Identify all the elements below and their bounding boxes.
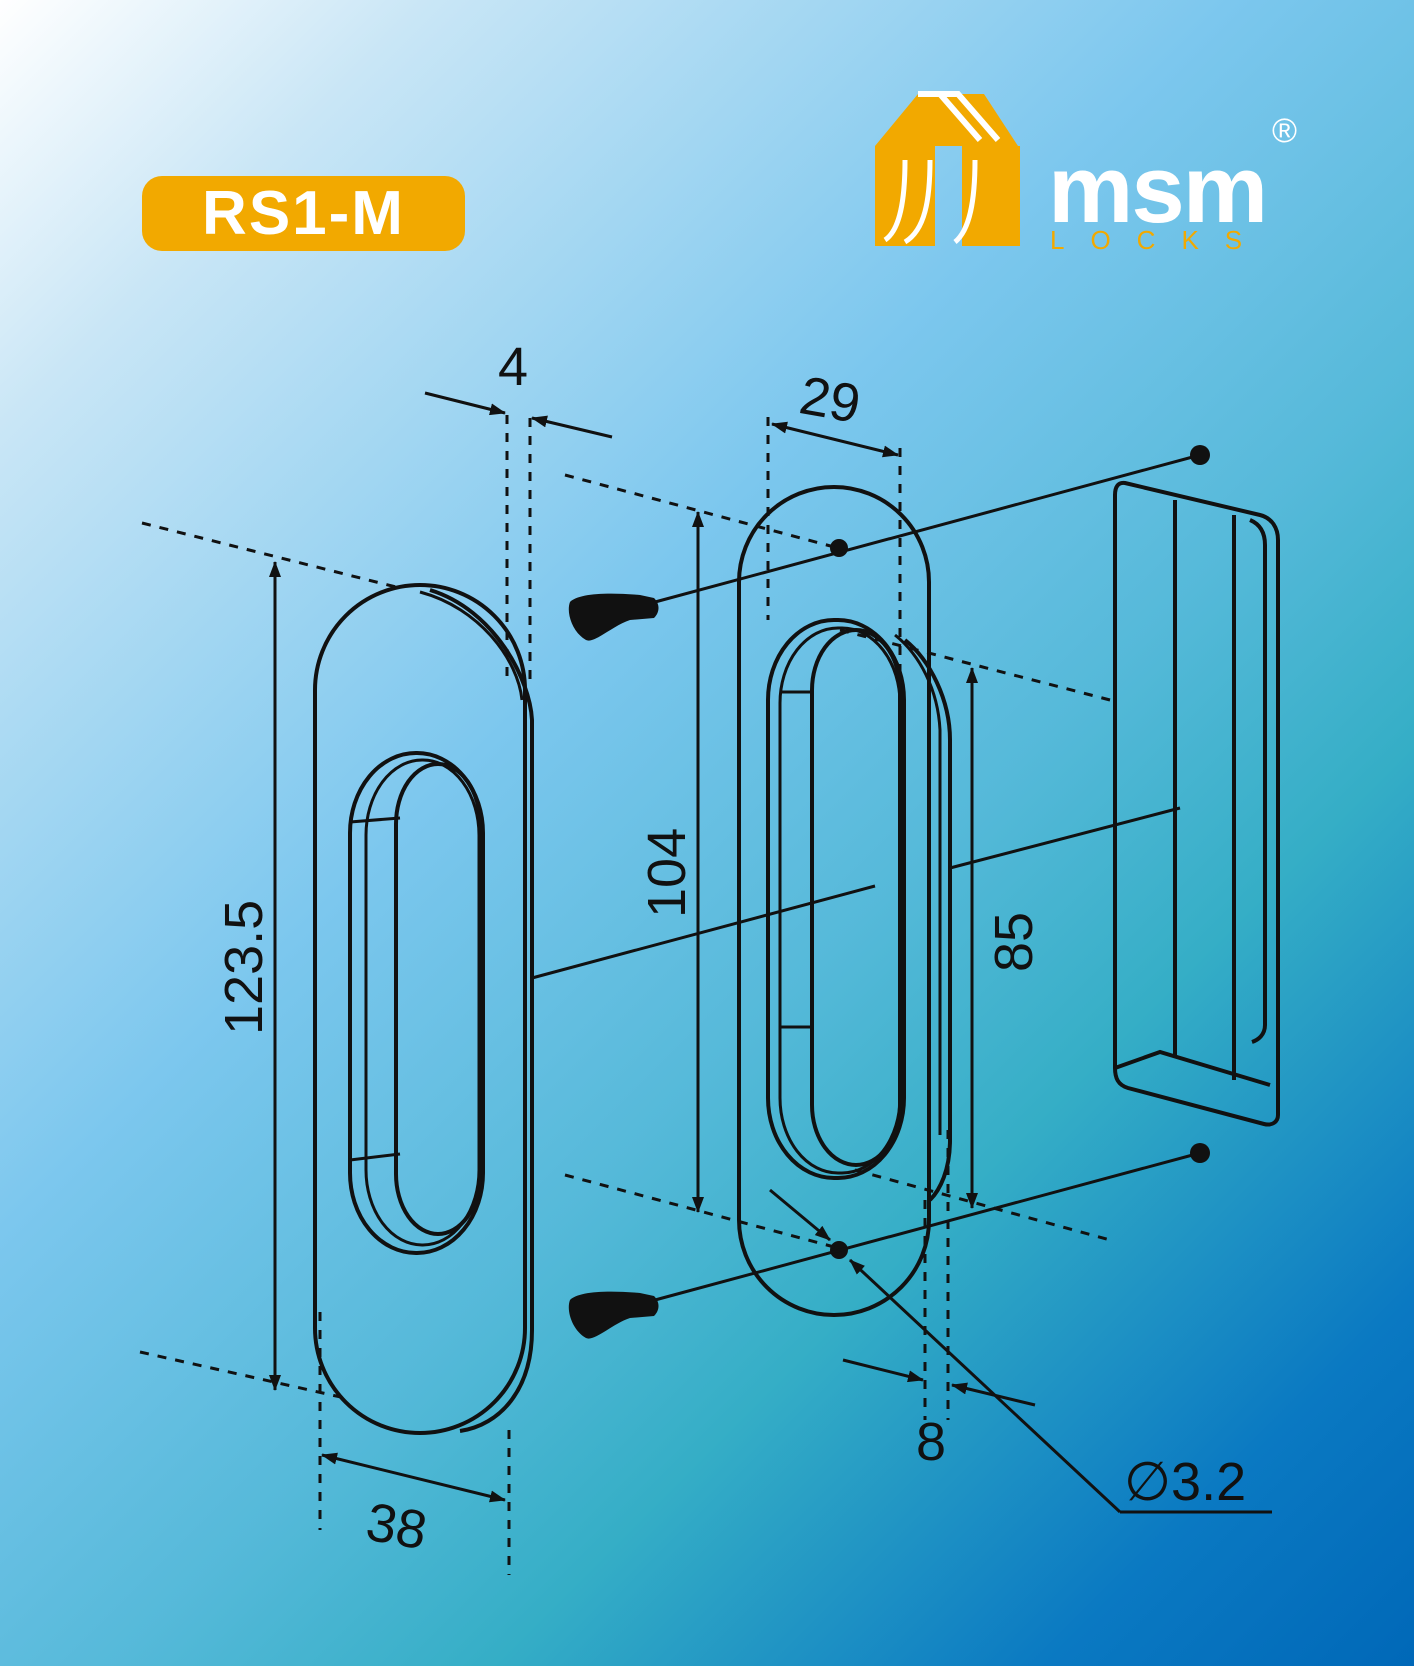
product-code-badge: RS1-M: [142, 176, 465, 251]
extension-lines: [139, 415, 1111, 1575]
dim-thickness: 4: [498, 337, 528, 397]
dim-hole-spacing: 104: [637, 828, 697, 918]
msm-logo: msm LOCKS ®: [875, 91, 1297, 255]
logo-wordmark: msm: [1048, 136, 1266, 243]
dim-hole-diameter: ∅3.2: [1124, 1452, 1246, 1512]
dimension-lines: [269, 391, 1272, 1514]
dim-inner-width: 29: [795, 365, 865, 435]
screw-bottom: [568, 1291, 659, 1339]
screw-top: [568, 593, 659, 641]
back-plate: [737, 485, 952, 1317]
dim-inner-height: 85: [984, 912, 1044, 972]
front-plate: [313, 583, 534, 1435]
logo-sub: LOCKS: [1050, 225, 1268, 255]
registered-mark: ®: [1272, 112, 1297, 150]
mounting-block: [1113, 480, 1280, 1127]
dim-outer-width: 38: [362, 1492, 432, 1562]
logo-house-icon: [875, 94, 958, 246]
dim-height: 123.5: [214, 900, 274, 1035]
dim-depth: 8: [916, 1412, 946, 1472]
assembly-lines: [531, 445, 1210, 1302]
